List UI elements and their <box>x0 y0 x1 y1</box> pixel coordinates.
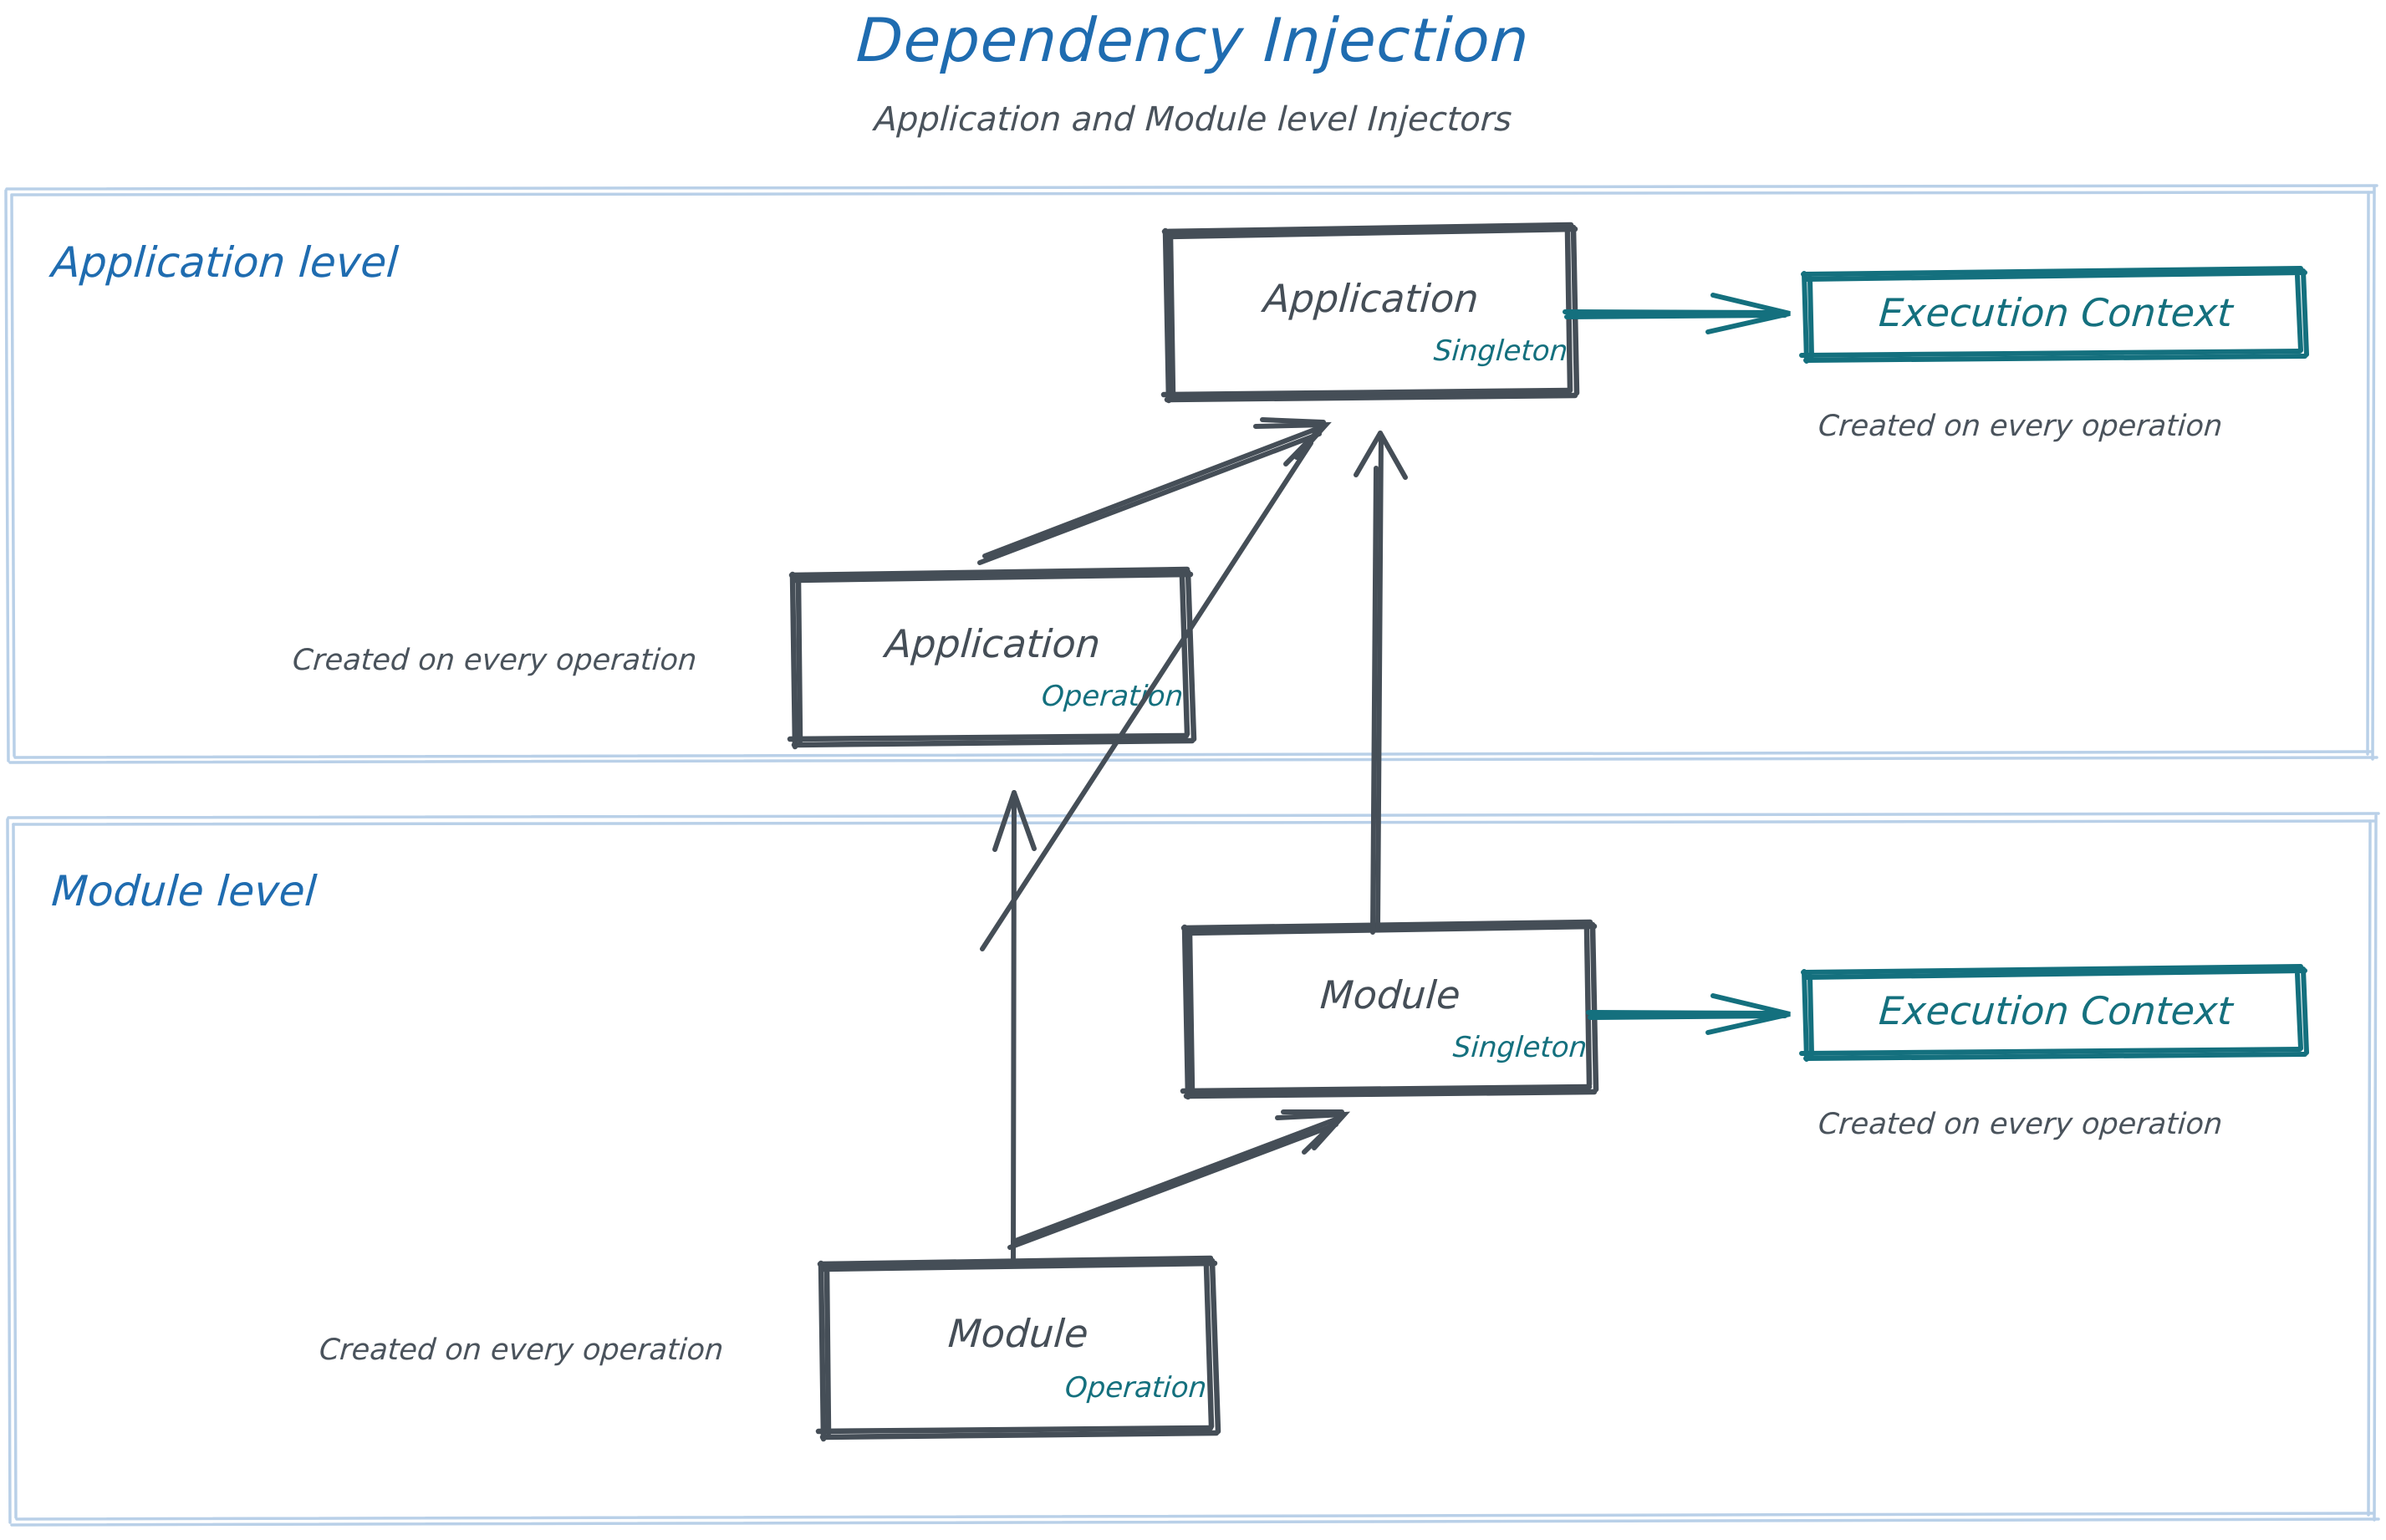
node-label: Application <box>884 621 1102 666</box>
caption-module-execution-context: Created on every operation <box>1817 1108 2224 1141</box>
caption-application-operation: Created on every operation <box>291 644 698 677</box>
node-label: Module <box>946 1311 1090 1356</box>
edge-app-operation-to-app-singleton-stroke <box>977 417 1332 565</box>
level-label-module: Module level <box>49 867 319 915</box>
caption-application-execution-context: Created on every operation <box>1817 410 2224 443</box>
page-subtitle: Application and Module level Injectors <box>873 100 1513 139</box>
node-scope-badge: Operation <box>1063 1371 1208 1405</box>
node-scope-badge: Singleton <box>1451 1031 1588 1064</box>
caption-module-operation: Created on every operation <box>318 1333 725 1367</box>
level-label-application: Application level <box>49 238 400 287</box>
node-scope-badge: Singleton <box>1432 334 1569 368</box>
node-module-singleton[interactable]: Module Singleton <box>1185 924 1595 1091</box>
node-application-singleton[interactable]: Application Singleton <box>1166 227 1576 395</box>
edge-module-singleton-to-app-singleton <box>1354 431 1408 935</box>
node-module-operation[interactable]: Module Operation <box>822 1261 1215 1432</box>
page-title: Dependency Injection <box>854 5 1532 75</box>
node-application-execution-context[interactable]: Execution Context <box>1805 273 2307 355</box>
node-label: Module <box>1318 972 1462 1017</box>
edge-module-singleton-to-exec-context <box>1586 993 1791 1035</box>
node-label: Execution Context <box>1877 290 2235 335</box>
edge-module-operation-to-app-operation <box>992 790 1037 1265</box>
node-module-execution-context[interactable]: Execution Context <box>1805 971 2307 1053</box>
node-label: Application <box>1262 276 1481 321</box>
node-label: Execution Context <box>1877 988 2235 1033</box>
edge-module-operation-to-module-singleton <box>1007 1109 1351 1250</box>
edge-app-singleton-to-exec-context <box>1563 293 1791 334</box>
node-scope-badge: Operation <box>1040 680 1185 713</box>
node-application-operation[interactable]: Application Operation <box>794 573 1191 740</box>
